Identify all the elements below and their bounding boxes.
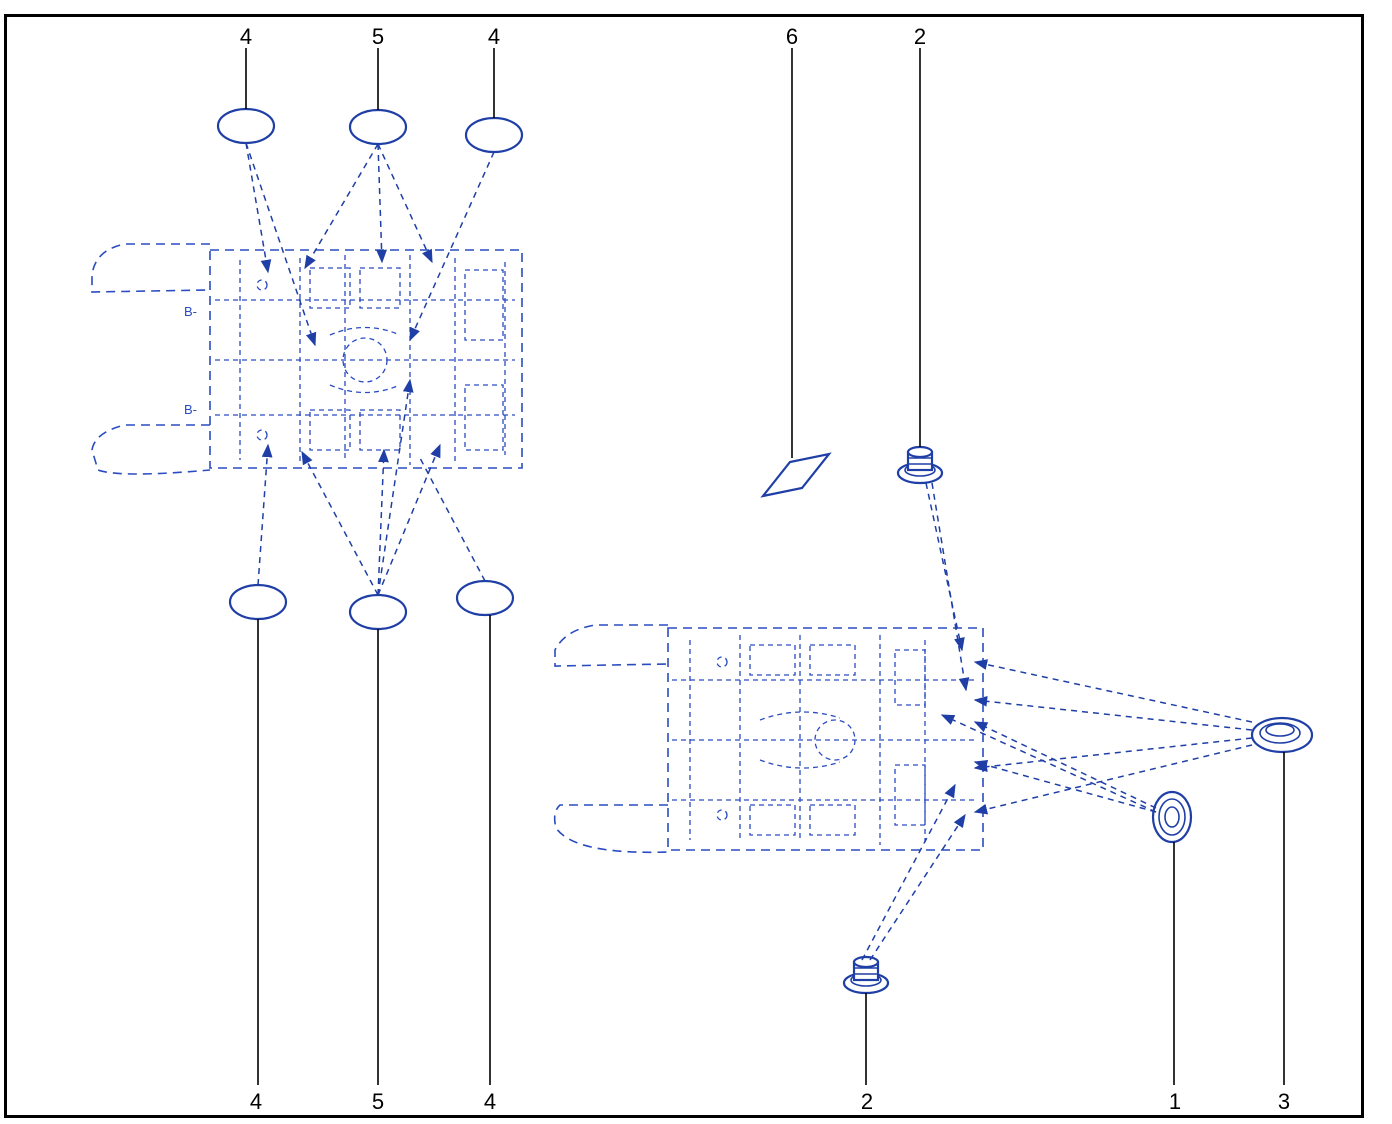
plug-4-bottom-right (455, 579, 515, 617)
installation-arrows-left-top (245, 142, 495, 347)
installation-arrows-right (861, 482, 1253, 961)
plug-5-bottom (348, 593, 408, 631)
callout-top-6: 6 (786, 24, 798, 49)
callout-bottom-3: 3 (1278, 1089, 1290, 1114)
vehicle-underbody-right (553, 624, 984, 854)
plug-4-bottom-left (228, 583, 288, 621)
installation-arrows-left-bottom (257, 378, 486, 596)
callout-bottom-2: 2 (861, 1089, 873, 1114)
plug-2-top (896, 445, 944, 485)
callout-bottom-4-left: 4 (250, 1089, 262, 1114)
callout-top-2: 2 (914, 24, 926, 49)
plug-4-top-right (464, 116, 524, 154)
plug-2-bottom (842, 955, 890, 995)
callout-bottom-4-right: 4 (484, 1089, 496, 1114)
plug-4-top-left (216, 107, 276, 145)
body-label-b-lower: B- (184, 402, 197, 417)
pad-6 (760, 452, 832, 498)
vehicle-underbody-left: B- B- (91, 243, 523, 475)
plug-5-top (348, 108, 408, 146)
callout-top-4-left: 4 (240, 24, 252, 49)
plug-3 (1250, 716, 1314, 754)
callout-top-5: 5 (372, 24, 384, 49)
grommet-1 (1151, 790, 1193, 844)
callout-top-4-right: 4 (488, 24, 500, 49)
callout-bottom-5: 5 (372, 1089, 384, 1114)
diagram-frame (4, 14, 1364, 1118)
callout-bottom-1: 1 (1169, 1089, 1181, 1114)
body-label-b-upper: B- (184, 304, 197, 319)
